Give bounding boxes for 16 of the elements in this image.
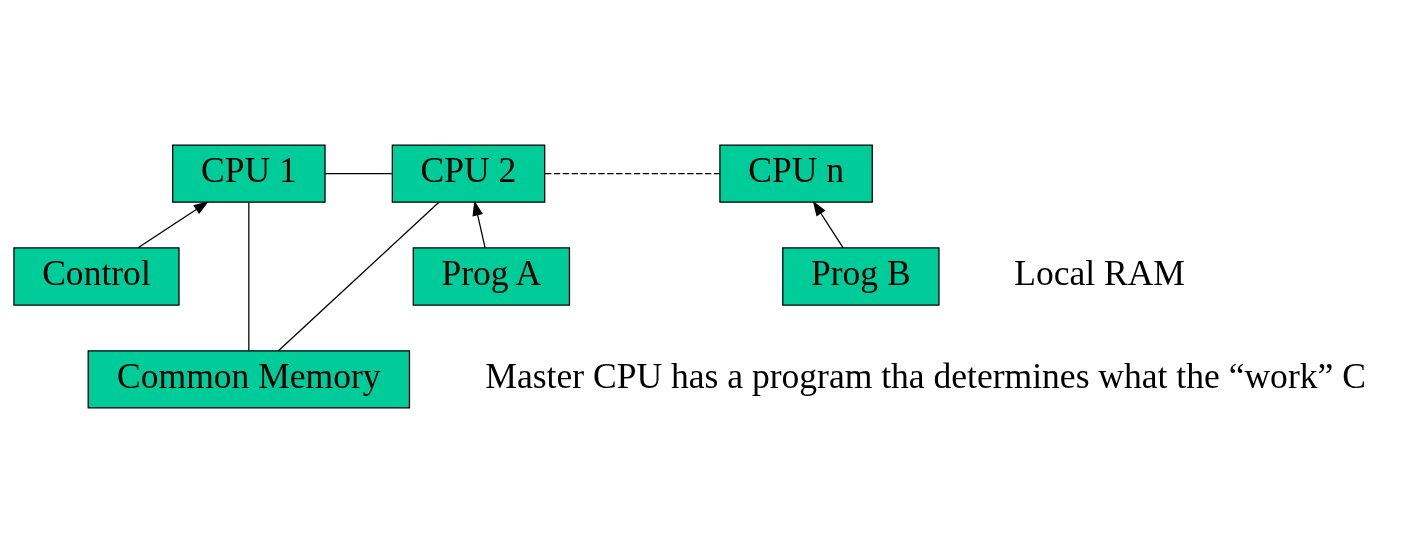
node-box: Prog B xyxy=(782,246,940,306)
connector xyxy=(324,172,393,174)
node-box: Prog A xyxy=(412,246,571,306)
arrow xyxy=(137,200,209,248)
connector xyxy=(544,172,721,174)
label: Master CPU has a program tha determines what the “work” C xyxy=(485,355,1366,396)
connector xyxy=(277,201,440,351)
arrow xyxy=(812,200,844,248)
node-box: CPU 2 xyxy=(391,143,546,203)
node-box: Control xyxy=(13,246,180,306)
node-box: Common Memory xyxy=(87,349,411,409)
node-box: CPU n xyxy=(719,143,873,203)
arrow xyxy=(472,199,486,248)
label: Local RAM xyxy=(1014,252,1185,293)
connector xyxy=(248,201,250,351)
node-box: CPU 1 xyxy=(172,143,326,203)
